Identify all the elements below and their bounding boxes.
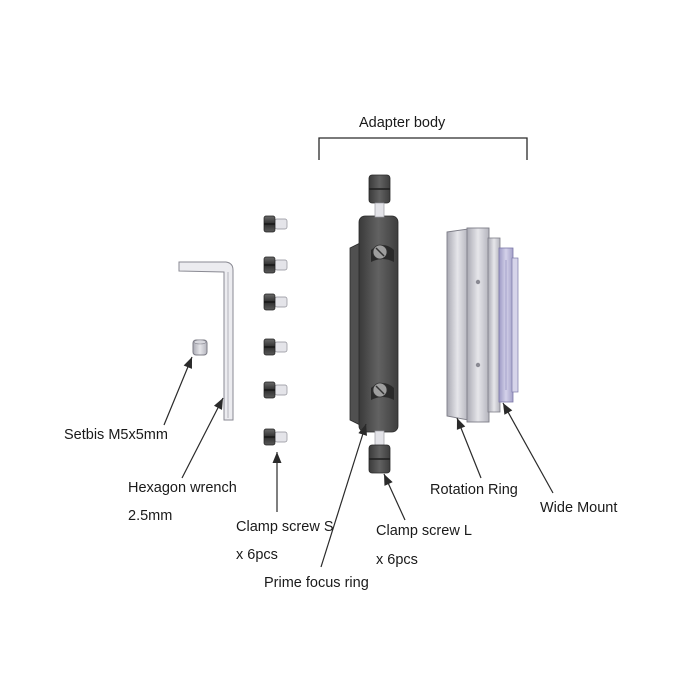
setbis-label: Setbis M5x5mm [64, 427, 168, 443]
hexagon-wrench-part [178, 261, 234, 421]
clamp-screw-s-3 [263, 293, 288, 311]
setbis-leader [163, 356, 193, 426]
rotation-ring-label: Rotation Ring [430, 482, 518, 498]
clamp-screw-l-bottom [368, 430, 391, 474]
hexagon-wrench-size-label: 2.5mm [128, 508, 173, 524]
hexagon-wrench-label: Hexagon wrench [128, 480, 237, 496]
adapter-body-label: Adapter body [359, 115, 446, 131]
rotation-ring-leader [456, 417, 482, 479]
clamp-screw-s-1 [263, 215, 288, 233]
wide-mount-label: Wide Mount [540, 500, 618, 516]
clamp-screw-s-4 [263, 338, 288, 356]
clamp-screw-s-2 [263, 256, 288, 274]
clamp-screw-s-5 [263, 381, 288, 399]
prime-focus-ring-label: Prime focus ring [264, 575, 369, 591]
wide-mount-part [487, 237, 519, 413]
prime-focus-ring-part [349, 215, 399, 433]
prime-focus-ring-leader [320, 423, 367, 568]
clamp-screw-s-qty-label: x 6pcs [236, 547, 278, 563]
rotation-ring-part [446, 227, 490, 423]
clamp-screw-s-column [263, 215, 288, 446]
adapter-body-bracket [318, 137, 528, 160]
hexagon-wrench-leader [181, 397, 224, 479]
setbis-part [192, 339, 208, 356]
clamp-screw-l-leader [383, 473, 406, 521]
clamp-screw-s-label: Clamp screw S [236, 519, 334, 535]
leader-lines [163, 356, 554, 568]
clamp-screw-l-qty-label: x 6pcs [376, 552, 418, 568]
clamp-screw-s-leader [272, 452, 282, 512]
wide-mount-leader [502, 402, 554, 494]
clamp-screw-l-top [368, 174, 391, 218]
clamp-screw-l-label: Clamp screw L [376, 523, 472, 539]
clamp-screw-s-6 [263, 428, 288, 446]
